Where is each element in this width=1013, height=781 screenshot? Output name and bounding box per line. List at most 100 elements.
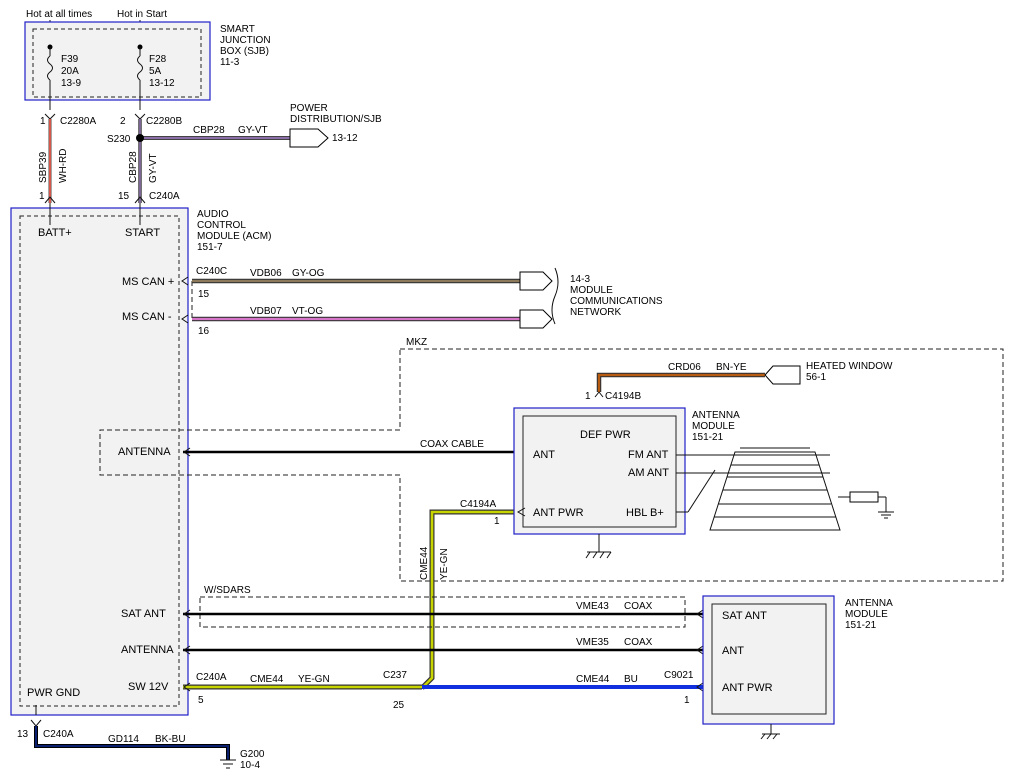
wire-label-sbp39: SBP39 <box>38 151 49 183</box>
wire-label-gy-vt: GY-VT <box>238 125 268 136</box>
fuse-f39-rating: 20A <box>61 66 79 77</box>
can-brace-icon <box>551 267 559 325</box>
wire-label-crd06: CRD06 <box>668 362 701 373</box>
acm-pin-batt: BATT+ <box>38 227 72 239</box>
am1-ant: ANT <box>533 449 555 461</box>
wire-label-vdb06: VDB06 <box>250 268 282 279</box>
ms-can-wires: C240C 15 16 VDB06 GY-OG VDB07 VT-OG 14-3… <box>181 266 663 337</box>
fuse-f39-label: F39 <box>61 54 79 65</box>
fuse-f28-rating: 5A <box>149 66 162 77</box>
network-label-3: NETWORK <box>570 307 621 318</box>
wire-label-cme44-bu: CME44 <box>576 674 610 685</box>
pin-c9021-1: 1 <box>684 695 690 706</box>
pin-2: 2 <box>120 116 126 127</box>
acm-title-4: 151-7 <box>197 242 223 253</box>
smart-junction-box: Hot at all times Hot in Start F39 20A 13… <box>24 9 271 110</box>
can-plus-connector-icon <box>519 271 553 291</box>
am2-title-2: MODULE <box>845 609 888 620</box>
wire-label-bu: BU <box>624 674 638 685</box>
feed-hot-in-start: Hot in Start <box>117 9 167 20</box>
connector-c4194b: C4194B <box>605 391 641 402</box>
heated-window-connector-icon <box>764 365 801 385</box>
acm-pin-antenna: ANTENNA <box>118 446 171 458</box>
power-dist-ref: 13-12 <box>332 133 358 144</box>
am1-title-2: MODULE <box>692 421 735 432</box>
power-distribution-connector-icon <box>289 128 329 148</box>
connector-c240c: C240C <box>196 266 227 277</box>
wire-label-vme43: VME43 <box>576 601 609 612</box>
wire-bn-ye <box>597 373 765 392</box>
network-label-1: MODULE <box>570 285 613 296</box>
wire-label-ye-gn: YE-GN <box>298 674 330 685</box>
heated-window-label: HEATED WINDOW <box>806 361 893 372</box>
sw12v-wires: C240A 5 CME44 YE-GN C237 25 CME44 BU C90… <box>183 670 712 711</box>
wire-label-coax-2: COAX <box>624 637 653 648</box>
am1-title-1: ANTENNA <box>692 410 740 421</box>
connector-c2280b: C2280B <box>146 116 182 127</box>
wire-label-gd114: GD114 <box>108 734 139 745</box>
am1-fm-ant: FM ANT <box>628 449 669 461</box>
power-dist-label-1: POWER <box>290 103 328 114</box>
connector-c240a-sw: C240A <box>196 672 227 683</box>
network-ref: 14-3 <box>570 274 590 285</box>
mkz-label: MKZ <box>406 337 427 348</box>
acm-title-1: AUDIO <box>197 209 229 220</box>
pin-13: 13 <box>17 729 29 740</box>
network-label-2: COMMUNICATIONS <box>570 296 663 307</box>
connector-c240a-gnd: C240A <box>43 729 74 740</box>
ground-wire: 13 C240A GD114 BK-BU G200 10-4 <box>17 705 265 771</box>
wire-label-vme35: VME35 <box>576 637 609 648</box>
acm-pin-start: START <box>125 227 160 239</box>
pin-c4194b-1: 1 <box>585 391 591 402</box>
can-minus-connector-icon <box>519 309 553 329</box>
wire-label-ye-gn-v: YE-GN <box>439 548 450 580</box>
wire-label-cbp28: CBP28 <box>193 125 225 136</box>
wire-label-cme44: CME44 <box>250 674 284 685</box>
wire-label-vdb07: VDB07 <box>250 306 282 317</box>
wire-bk-bu <box>35 726 229 760</box>
ground-icon-am2 <box>760 733 780 740</box>
wire-label-wh-rd: WH-RD <box>58 149 69 183</box>
connector-c237: C237 <box>383 670 407 681</box>
connector-c2280a: C2280A <box>60 116 96 127</box>
sdars-wires: W/SDARS VME43 COAX VME35 COAX <box>183 585 710 655</box>
ground-icon-am1 <box>585 551 612 559</box>
power-dist-label-2: DISTRIBUTION/SJB <box>290 114 382 125</box>
sjb-title-2: JUNCTION <box>220 35 271 46</box>
splice-s230-label: S230 <box>107 134 131 145</box>
top-wires: 13-12 POWER DISTRIBUTION/SJB CBP28 GY-VT… <box>38 103 382 204</box>
pin-1: 1 <box>40 116 46 127</box>
acm-pin-ms-can-minus: MS CAN - <box>122 311 172 323</box>
acm-pin-sat-ant: SAT ANT <box>121 608 166 620</box>
ground-g200-label: G200 <box>240 749 265 760</box>
sjb-title-4: 11-3 <box>220 57 240 68</box>
wire-label-coax-cable: COAX CABLE <box>420 439 484 450</box>
fuse-f28-label: F28 <box>149 54 167 65</box>
pin-b1: 1 <box>39 191 45 202</box>
am1-def-pwr: DEF PWR <box>580 429 631 441</box>
pin-16: 16 <box>198 326 210 337</box>
connector-c9021: C9021 <box>664 670 694 681</box>
heated-window-ref: 56-1 <box>806 372 826 383</box>
pin-25: 25 <box>393 700 405 711</box>
wire-label-bn-ye: BN-YE <box>716 362 747 373</box>
am1-hbl: HBL B+ <box>626 507 664 519</box>
wire-label-cme44-v: CME44 <box>419 546 430 580</box>
rear-window-antenna-grid-icon <box>676 447 894 531</box>
acm-title-2: CONTROL <box>197 220 246 231</box>
sdars-label: W/SDARS <box>204 585 251 596</box>
wire-label-bk-bu: BK-BU <box>155 734 186 745</box>
acm-pin-antenna-2: ANTENNA <box>121 644 174 656</box>
wire-ye-gn-vertical <box>421 510 515 689</box>
fuse-f39-icon <box>47 55 53 81</box>
antenna-module-1: DEF PWR ANT FM ANT AM ANT ANT PWR HBL B+… <box>513 407 894 559</box>
mkz-region: MKZ CRD06 BN-YE HEATED WINDOW 56-1 1 C41… <box>99 337 1004 690</box>
acm-title-3: MODULE (ACM) <box>197 231 271 242</box>
am1-ant-pwr: ANT PWR <box>533 507 584 519</box>
connector-c240a-top: C240A <box>149 191 180 202</box>
am2-sat-ant: SAT ANT <box>722 610 767 622</box>
fuse-f39-ref: 13-9 <box>61 78 81 89</box>
pin-5: 5 <box>198 695 204 706</box>
wire-label-gy-vt-v: GY-VT <box>148 153 159 183</box>
